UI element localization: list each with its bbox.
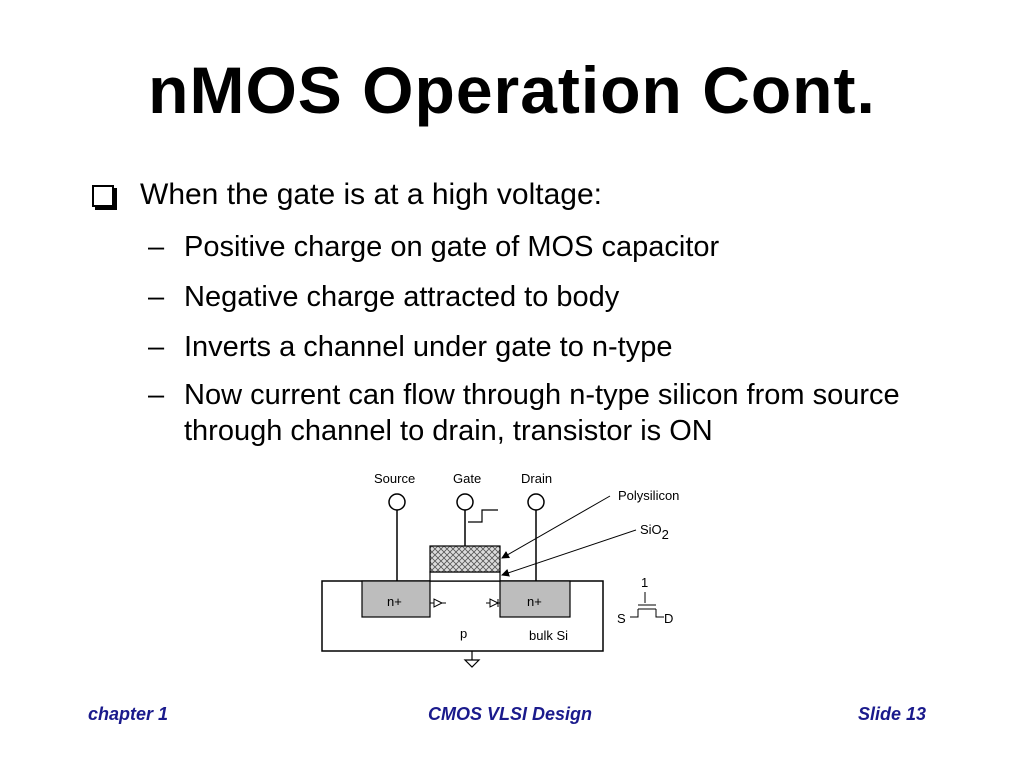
sub-bullet: – Inverts a channel under gate to n-type [148,329,944,365]
n-plus-drain-region [499,580,571,618]
slide-title: nMOS Operation Cont. [148,53,876,127]
sub-bullet-text: Inverts a channel under gate to n-type [184,331,673,363]
dash-icon: – [148,281,165,313]
bulk-si-label: bulk Si [529,628,568,643]
source-label: Source [374,471,415,486]
main-bullet-text: When the gate is at a high voltage: [140,178,602,211]
gate-terminal-icon [456,493,474,511]
s-label: S [617,611,626,626]
drain-label: Drain [521,471,552,486]
sio2-layer [429,571,501,582]
gate-label: Gate [453,471,481,486]
drain-terminal-icon [527,493,545,511]
source-terminal-icon [388,493,406,511]
dash-icon: – [148,331,165,363]
footer-chapter: chapter 1 [88,704,169,724]
diode-left-icon [430,598,446,608]
sub-bullet: – Negative charge attracted to body [148,279,944,315]
n-plus-source-region [361,580,431,618]
footer-slide-number: Slide 13 [858,704,927,724]
main-bullet: When the gate is at a high voltage: [92,178,602,212]
sio2-label: SiO2 [640,522,669,542]
dash-icon: – [148,379,165,411]
step-signal-icon [468,509,498,523]
polysilicon-callout-arrow [501,495,611,559]
diode-right-icon [486,598,500,608]
polysilicon-gate [429,545,501,573]
dash-icon: – [148,231,165,263]
sub-bullet: – Now current can flow through n-type si… [148,377,944,449]
sub-bullet-text: Negative charge attracted to body [184,281,620,313]
sub-bullet-text: Now current can flow through n-type sili… [184,379,900,447]
p-label: p [460,626,467,641]
gate-value-label: 1 [641,575,648,590]
d-label: D [664,611,673,626]
ground-icon [463,651,481,668]
footer-course-title: CMOS VLSI Design [428,704,593,724]
n-plus-left-label: n+ [387,594,402,609]
sub-bullet-text: Positive charge on gate of MOS capacitor [184,231,720,263]
n-plus-right-label: n+ [527,594,542,609]
nmos-symbol-icon [630,592,664,618]
sio2-callout-arrow [501,529,637,577]
checkbox-bullet-icon [92,185,114,207]
polysilicon-label: Polysilicon [618,488,679,503]
sub-bullet: – Positive charge on gate of MOS capacit… [148,229,944,265]
